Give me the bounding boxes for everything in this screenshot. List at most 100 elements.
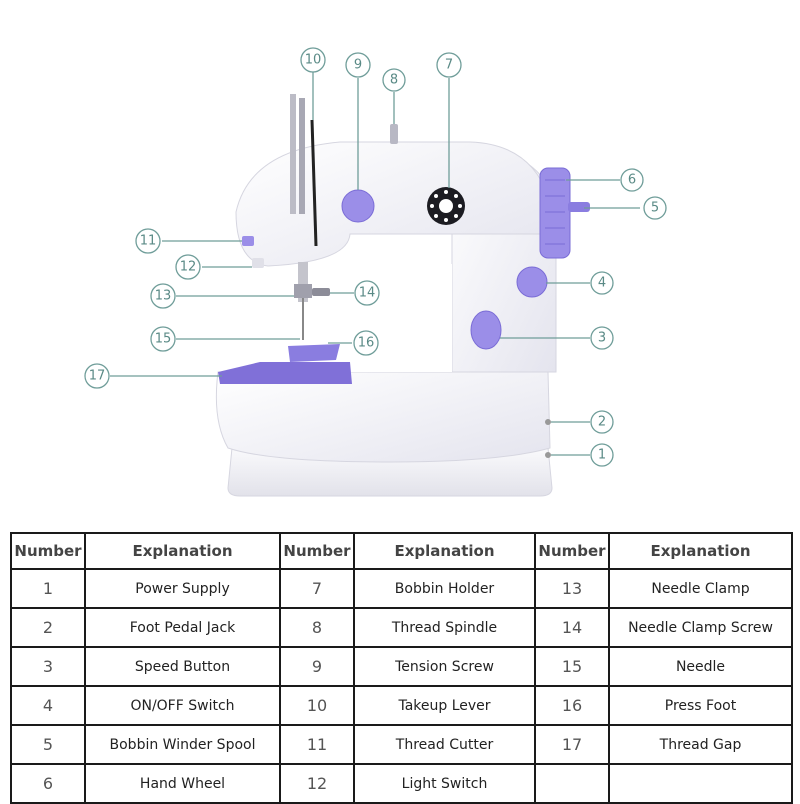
table-header-row: Number Explanation Number Explanation Nu… <box>10 532 793 570</box>
part-number: 11 <box>279 724 355 765</box>
callout-3 <box>590 326 614 350</box>
callout-10 <box>300 47 326 73</box>
speed-button <box>470 310 502 350</box>
part-explanation: ON/OFF Switch <box>84 685 281 726</box>
parts-table: Number Explanation Number Explanation Nu… <box>10 532 793 804</box>
sewing-plate <box>218 362 352 384</box>
part-explanation: Thread Cutter <box>353 724 536 765</box>
table-row: 3 Speed Button 9 Tension Screw 15 Needle <box>10 646 793 687</box>
part-number: 3 <box>10 646 86 687</box>
part-number: 16 <box>534 685 610 726</box>
callout-4 <box>590 271 614 295</box>
part-number: 7 <box>279 568 355 609</box>
callout-number: 14 <box>359 286 376 301</box>
sewing-machine <box>215 94 590 497</box>
callout-numbers: 1 2 3 4 5 6 7 8 9 10 11 12 13 14 15 16 1… <box>89 53 659 463</box>
part-explanation: Hand Wheel <box>84 763 281 804</box>
part-explanation: Foot Pedal Jack <box>84 607 281 648</box>
column-header: Explanation <box>608 532 793 570</box>
callout-6 <box>620 168 644 192</box>
callout-12 <box>175 254 201 280</box>
part-explanation: Needle <box>608 646 793 687</box>
part-explanation: Bobbin Winder Spool <box>84 724 281 765</box>
column-header: Number <box>10 532 86 570</box>
part-explanation: Tension Screw <box>353 646 536 687</box>
table-row: 4 ON/OFF Switch 10 Takeup Lever 16 Press… <box>10 685 793 726</box>
part-number: 13 <box>534 568 610 609</box>
part-number: 5 <box>10 724 86 765</box>
callout-number: 2 <box>598 415 606 430</box>
part-explanation: Takeup Lever <box>353 685 536 726</box>
part-explanation: Thread Spindle <box>353 607 536 648</box>
part-number: 6 <box>10 763 86 804</box>
hand-wheel <box>539 167 571 259</box>
part-number: 9 <box>279 646 355 687</box>
callout-number: 15 <box>155 332 172 347</box>
part-explanation: Press Foot <box>608 685 793 726</box>
table-row: 6 Hand Wheel 12 Light Switch <box>10 763 793 804</box>
part-number <box>534 763 610 804</box>
table-row: 5 Bobbin Winder Spool 11 Thread Cutter 1… <box>10 724 793 765</box>
callout-7 <box>436 52 462 78</box>
callout-13 <box>150 283 176 309</box>
part-number: 12 <box>279 763 355 804</box>
column-header: Explanation <box>84 532 281 570</box>
needle-clamp <box>294 284 312 298</box>
bobbin-winder-spool <box>568 202 590 212</box>
callout-number: 10 <box>305 53 322 68</box>
needle-bar <box>298 262 308 302</box>
foot-pedal-jack <box>545 419 551 425</box>
callout-number: 3 <box>598 331 606 346</box>
callout-17 <box>84 363 110 389</box>
callouts <box>84 47 667 467</box>
part-number: 15 <box>534 646 610 687</box>
part-explanation: Thread Gap <box>608 724 793 765</box>
callout-2 <box>590 410 614 434</box>
power-supply-port <box>545 452 551 458</box>
callout-number: 17 <box>89 369 106 384</box>
leader-lines <box>110 72 640 456</box>
part-number: 2 <box>10 607 86 648</box>
sewing-machine-diagram: 1 2 3 4 5 6 7 8 9 10 11 12 13 14 15 16 1… <box>84 47 667 497</box>
callout-number: 1 <box>598 448 606 463</box>
needle-clamp-screw <box>312 288 330 296</box>
machine-lower-body <box>215 371 551 463</box>
part-explanation: Speed Button <box>84 646 281 687</box>
tension-screw <box>341 189 375 223</box>
light-switch <box>252 258 264 268</box>
callout-number: 5 <box>651 201 659 216</box>
part-explanation: Needle Clamp <box>608 568 793 609</box>
machine-arm-gap <box>350 264 452 372</box>
thread-spindle <box>390 124 398 144</box>
callout-1 <box>590 443 614 467</box>
callout-16 <box>353 330 379 356</box>
callout-number: 4 <box>598 276 606 291</box>
callout-8 <box>382 68 406 92</box>
callout-5 <box>643 196 667 220</box>
callout-11 <box>135 228 161 254</box>
part-number: 10 <box>279 685 355 726</box>
callout-number: 8 <box>390 73 398 88</box>
callout-number: 12 <box>180 260 197 275</box>
column-header: Explanation <box>353 532 536 570</box>
callout-number: 16 <box>358 336 375 351</box>
part-number: 14 <box>534 607 610 648</box>
part-number: 4 <box>10 685 86 726</box>
callout-number: 6 <box>628 173 636 188</box>
press-foot <box>288 344 340 362</box>
part-explanation: Bobbin Holder <box>353 568 536 609</box>
table-row: 2 Foot Pedal Jack 8 Thread Spindle 14 Ne… <box>10 607 793 648</box>
callout-number: 11 <box>140 234 157 249</box>
callout-14 <box>354 280 380 306</box>
part-explanation: Light Switch <box>353 763 536 804</box>
callout-number: 9 <box>354 58 362 73</box>
callout-9 <box>345 52 371 78</box>
thread-cutter <box>242 236 254 246</box>
column-header: Number <box>279 532 355 570</box>
part-number: 8 <box>279 607 355 648</box>
part-explanation: Power Supply <box>84 568 281 609</box>
part-number: 17 <box>534 724 610 765</box>
part-explanation: Needle Clamp Screw <box>608 607 793 648</box>
column-header: Number <box>534 532 610 570</box>
callout-15 <box>150 326 176 352</box>
